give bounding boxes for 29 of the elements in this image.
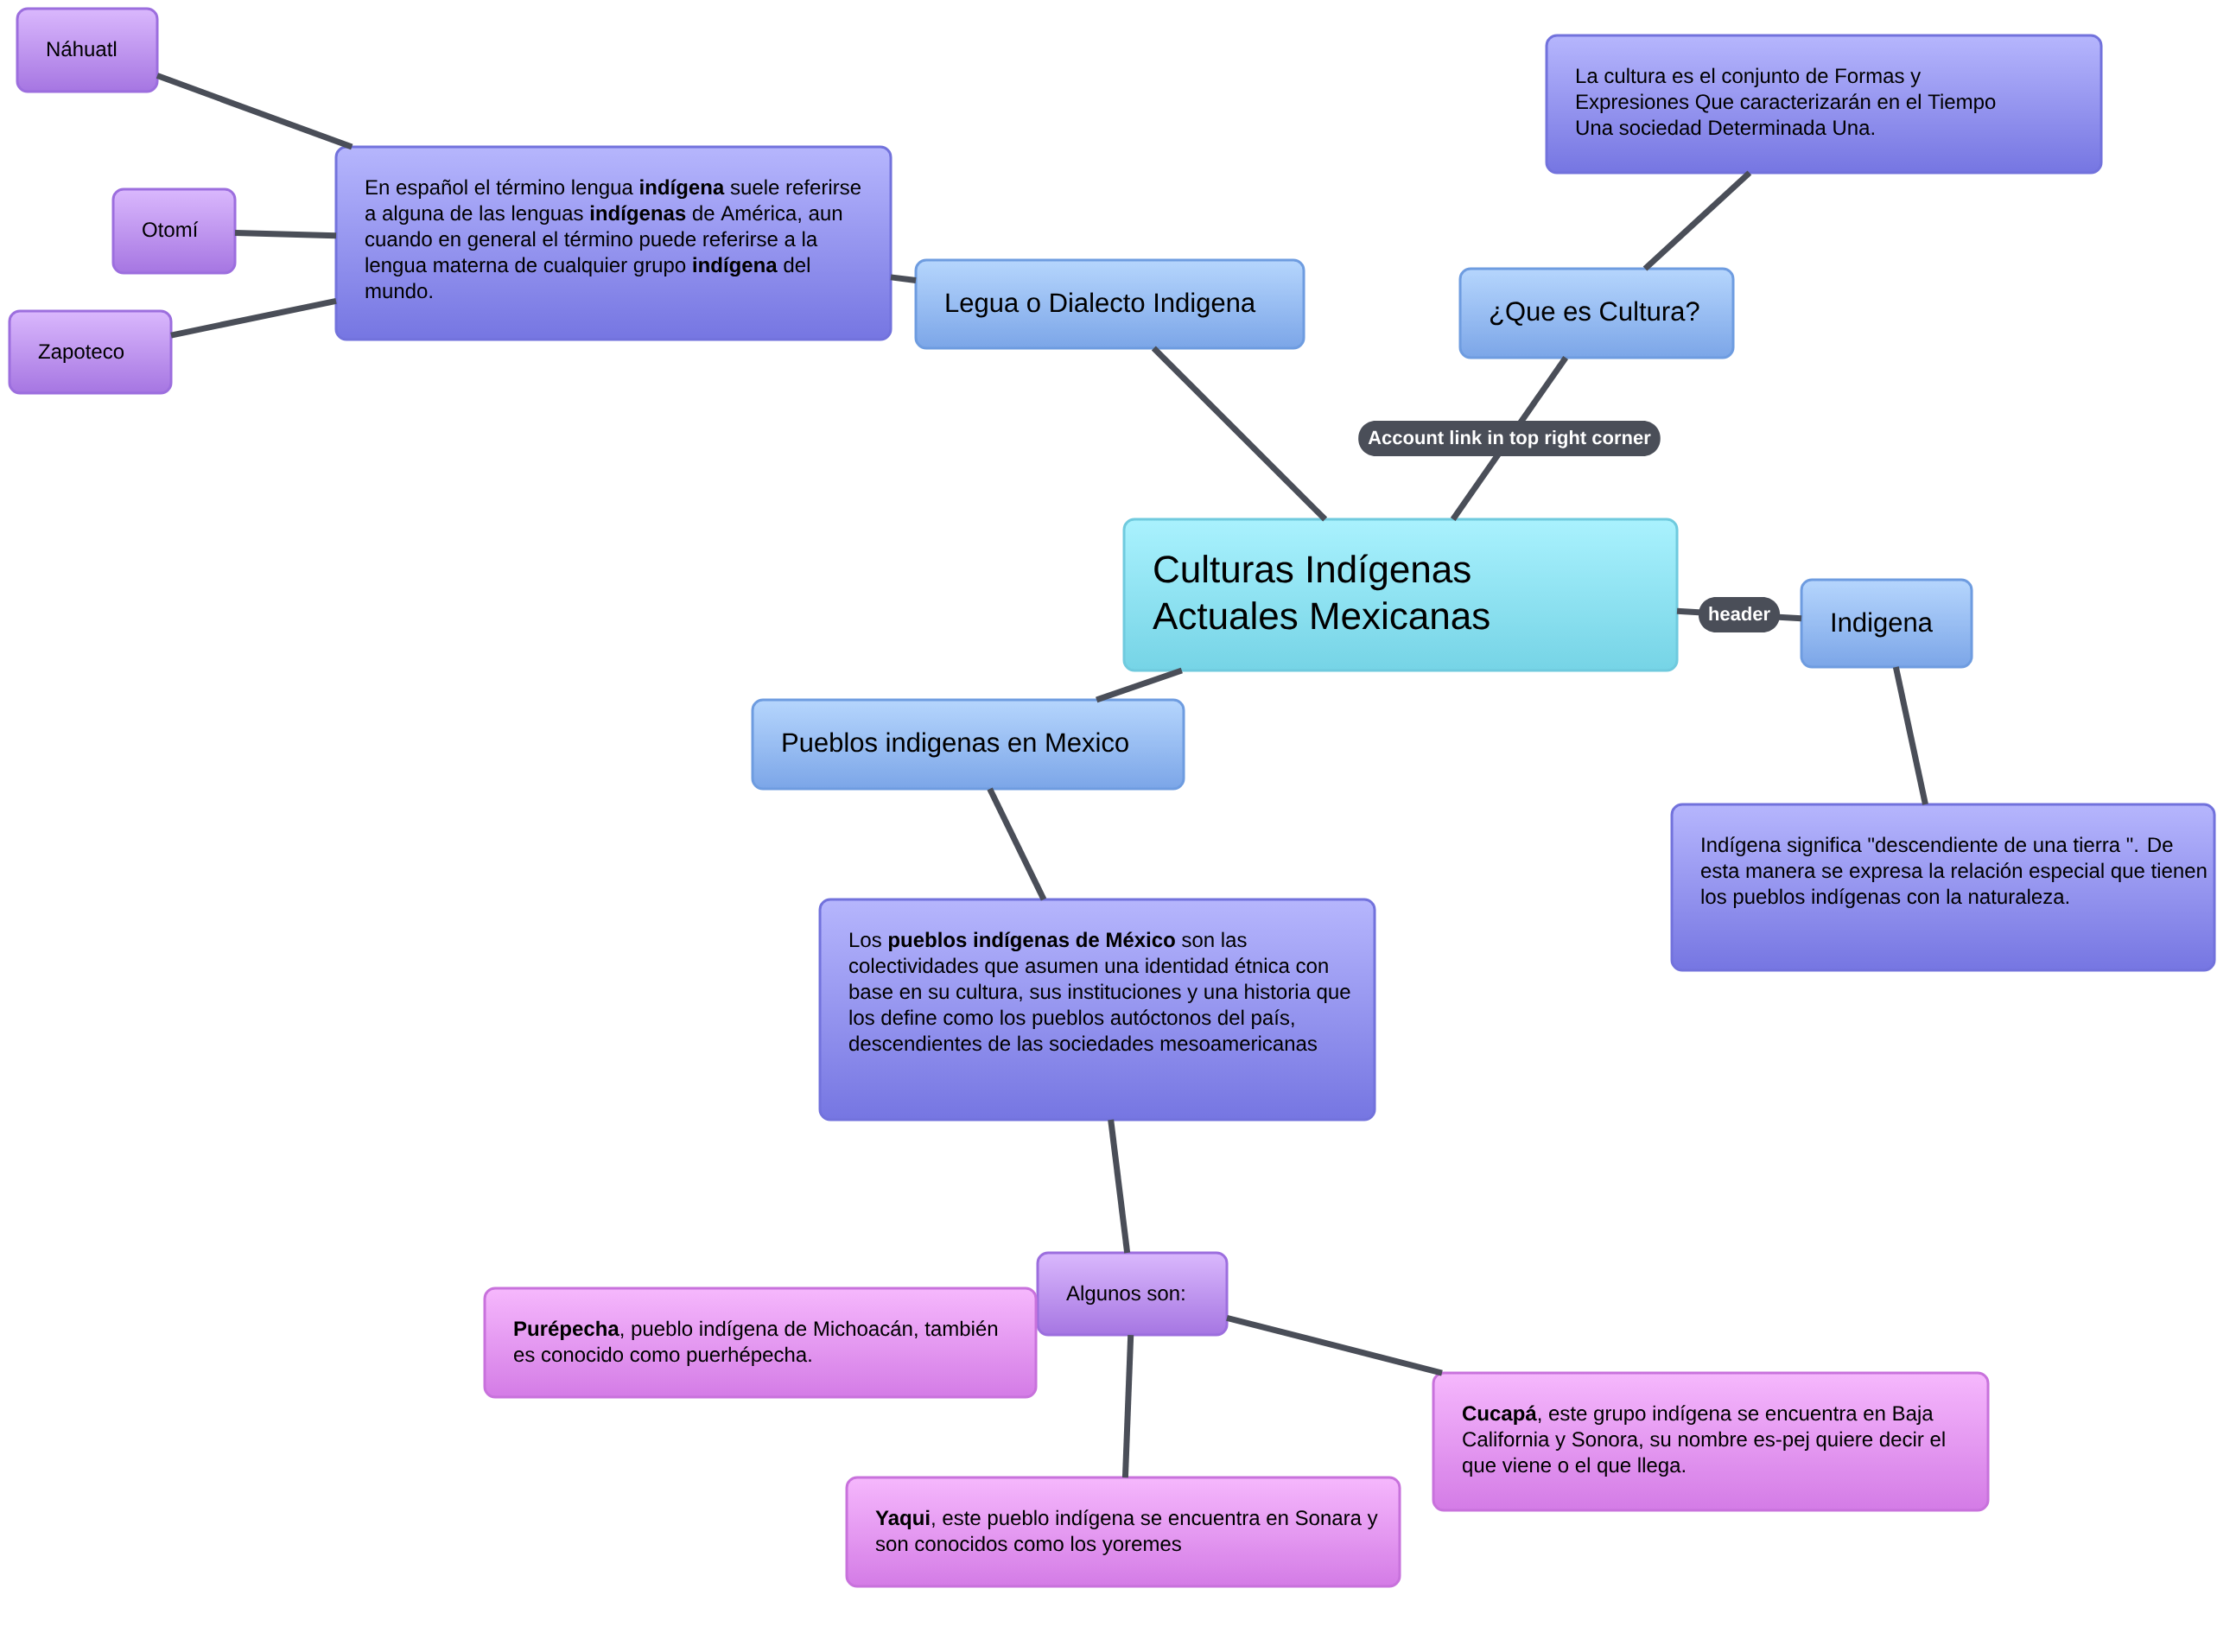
text-box: Indígena significa "descendiente de una tierra ". De esta manera se expresa la relación especial que tienen los pueblos indígenas con la naturaleza. <box>1670 803 2216 972</box>
connector-line <box>156 73 353 150</box>
connector-line <box>234 229 337 239</box>
item-box: Náhuatl <box>16 7 159 93</box>
subtopic-box: Indigena <box>1800 578 1973 669</box>
connector-line <box>170 297 337 339</box>
connector-line <box>1226 1314 1443 1376</box>
item-box: Otomí <box>111 187 237 275</box>
connector-line <box>1151 346 1328 522</box>
topic-box: Culturas Indígenas Actuales Mexicanas <box>1122 518 1679 672</box>
edge-label: Account link in top right corner <box>1358 421 1661 456</box>
connector-line <box>987 787 1047 901</box>
connector-line <box>1121 1334 1134 1478</box>
connector-line <box>1892 666 1928 805</box>
edge-label: header <box>1698 597 1781 632</box>
subtopic-box: ¿Que es Cultura? <box>1458 267 1735 359</box>
text-box: Yaqui, este pueblo indígena se encuentra en Sonara y son conocidos como los yoremes <box>845 1476 1401 1588</box>
item-box: Zapoteco <box>8 309 173 395</box>
connector-line <box>890 274 917 283</box>
text-box: En español el término lengua indígena suele referirse a alguna de las lenguas indígenas de América, aun cuando en general el término puede referirse a la lengua materna de cualquier grupo indígena del mundo. <box>334 145 893 341</box>
connector-line <box>1642 170 1752 271</box>
text-box: La cultura es el conjunto de Formas y Expresiones Que caracterizarán en el Tiempo Una sociedad Determinada Una. <box>1545 34 2103 175</box>
subtopic-box: Legua o Dialecto Indigena <box>914 258 1305 350</box>
subtopic-box: Pueblos indigenas en Mexico <box>751 698 1185 791</box>
item-box: Algunos son: <box>1036 1251 1229 1337</box>
connector-line <box>1108 1119 1131 1254</box>
text-box: Los pueblos indígenas de México son las colectividades que asumen una identidad étnica con base en su cultura, sus instituciones y una historia que los define como los pueblos autóctonos del país, descendientes de las sociedades mesoamericanas <box>818 898 1376 1121</box>
text-box: Purépecha, pueblo indígena de Michoacán, también es conocido como puerhépecha. <box>483 1287 1038 1399</box>
text-box: Cucapá, este grupo indígena se encuentra en Baja California y Sonora, su nombre es-pej quiere decir el que viene o el que llega. <box>1432 1371 1990 1512</box>
